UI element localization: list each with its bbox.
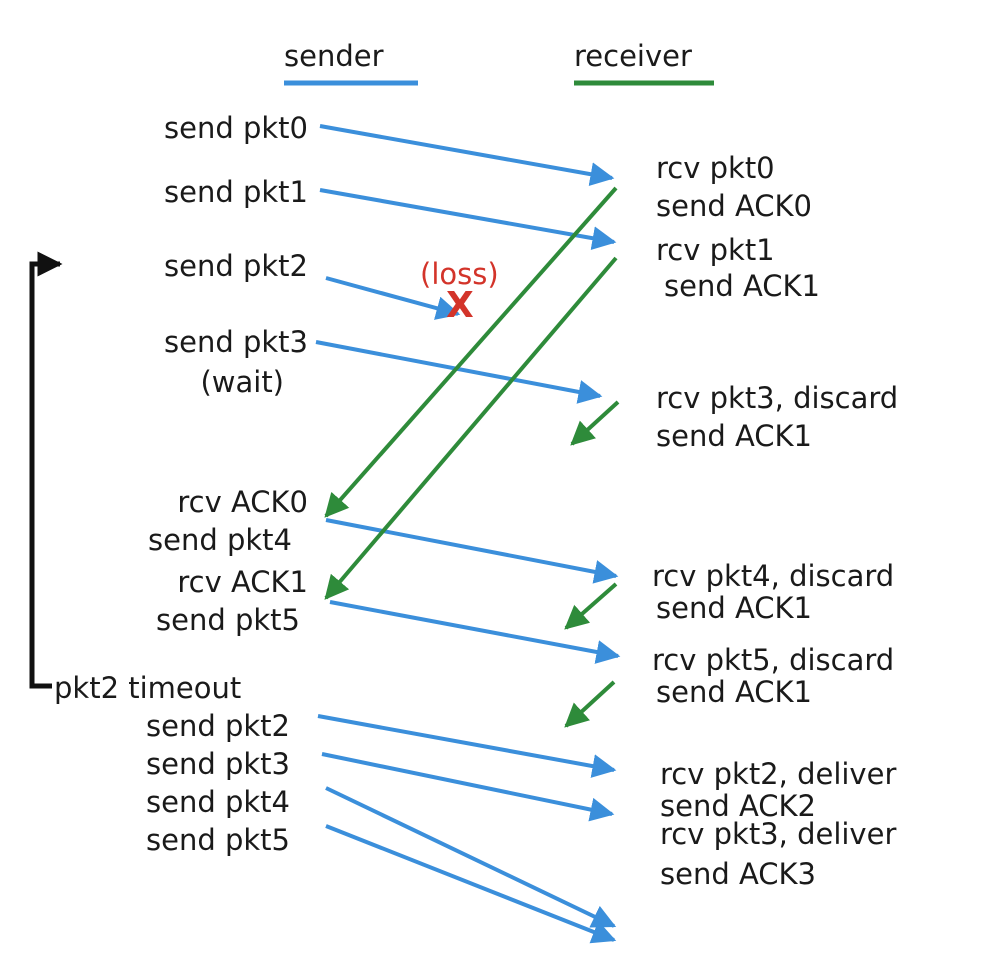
sender-event: rcv ACK0 (177, 485, 308, 519)
sender-event: send pkt3 (164, 325, 308, 359)
receiver-event: send ACK3 (660, 857, 817, 891)
sender-event: (wait) (200, 365, 284, 399)
receiver-event: send ACK1 (656, 675, 813, 709)
pkt4-arrow (325, 518, 619, 584)
pkt5-resend-arrow (325, 824, 617, 944)
ack1-arrow (324, 256, 618, 600)
receiver-event: send ACK2 (660, 789, 817, 823)
receiver-event: rcv pkt5, discard (652, 643, 895, 677)
receiver-event: rcv pkt1 (656, 233, 775, 267)
sender-event: send pkt5 (156, 603, 300, 637)
receiver-event: send ACK1 (656, 591, 813, 625)
sender-event: send pkt0 (164, 111, 308, 145)
ack1-dup-arrow-3 (564, 680, 616, 728)
sender-event: send pkt4 (146, 785, 290, 819)
sender-event: rcv ACK1 (177, 565, 308, 599)
receiver-event: rcv pkt0 (656, 151, 775, 185)
ack0-arrow (324, 186, 618, 518)
ack1-dup-arrow-2 (564, 582, 618, 630)
receiver-event: rcv pkt3, deliver (660, 817, 897, 851)
pkt5-arrow (329, 600, 621, 664)
sender-event: send pkt4 (148, 523, 292, 557)
timeout-label: pkt2 timeout (54, 671, 242, 705)
receiver-event: rcv pkt4, discard (652, 559, 895, 593)
receiver-event: send ACK0 (656, 189, 813, 223)
pkt3-resend-arrow (321, 752, 615, 822)
timeout-bracket (29, 251, 63, 689)
loss-x-mark: X (446, 285, 474, 326)
pkt2-resend-arrow (317, 714, 617, 778)
sender-event: send pkt5 (146, 823, 290, 857)
sender-event: send pkt3 (146, 747, 290, 781)
loss-label: (loss) (420, 257, 499, 291)
sender-event: send pkt1 (164, 175, 308, 209)
sender-header: sender (284, 39, 384, 73)
receiver-event: send ACK1 (664, 269, 821, 303)
receiver-event: rcv pkt2, deliver (660, 757, 897, 791)
pkt0-arrow (319, 124, 615, 187)
sender-event: send pkt2 (146, 709, 290, 743)
pkt1-arrow (319, 188, 617, 251)
sender-event: send pkt2 (164, 249, 308, 283)
pkt2-arrow (325, 276, 461, 320)
pkt4-resend-arrow (325, 786, 617, 928)
receiver-header: receiver (574, 39, 692, 73)
receiver-event: send ACK1 (656, 419, 813, 453)
receiver-event: rcv pkt3, discard (656, 381, 899, 415)
ack1-dup-arrow-1 (570, 400, 620, 446)
